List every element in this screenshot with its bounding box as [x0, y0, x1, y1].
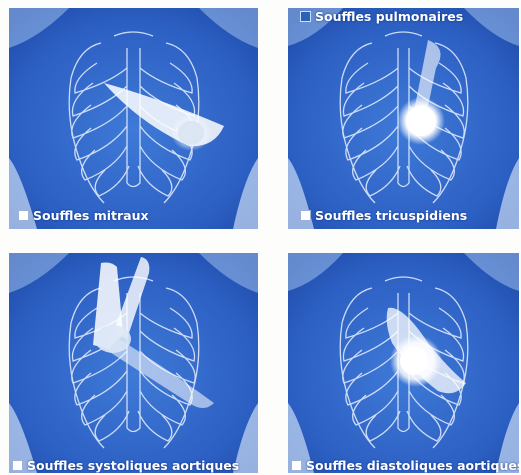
aortic-systolic-panel: Souffles systoliques aortiques: [9, 253, 258, 473]
tricuspid-panel: Souffles pulmonaires Souffles tricuspidi…: [288, 8, 519, 229]
pulmonary-label: Souffles pulmonaires: [300, 9, 463, 24]
checkbox-icon: [291, 460, 302, 471]
aortic-diastolic-label: Souffles diastoliques aortiques: [291, 458, 519, 473]
chest-ribcage-illustration-aortic-systolic: [9, 253, 258, 473]
chest-ribcage-illustration-mitral: [9, 8, 258, 229]
checkbox-icon: [18, 210, 29, 221]
checkbox-icon: [12, 460, 23, 471]
aortic-systolic-label: Souffles systoliques aortiques: [12, 458, 239, 473]
chest-ribcage-illustration-tricuspid: [288, 8, 519, 229]
tricuspid-label-text: Souffles tricuspidiens: [315, 208, 467, 223]
aortic-systolic-label-text: Souffles systoliques aortiques: [27, 458, 239, 473]
checkbox-icon: [300, 11, 311, 22]
chest-ribcage-illustration-aortic-diastolic: [288, 253, 519, 473]
chest-background: [9, 8, 258, 229]
mitral-label: Souffles mitraux: [18, 208, 149, 223]
tricuspid-label: Souffles tricuspidiens: [300, 208, 467, 223]
mitral-label-text: Souffles mitraux: [33, 208, 149, 223]
pulmonary-label-text: Souffles pulmonaires: [315, 9, 463, 24]
checkbox-icon: [300, 210, 311, 221]
mitral-panel: Souffles mitraux: [9, 8, 258, 229]
aortic-diastolic-panel: Souffles diastoliques aortiques: [288, 253, 519, 473]
aortic-diastolic-label-text: Souffles diastoliques aortiques: [306, 458, 519, 473]
